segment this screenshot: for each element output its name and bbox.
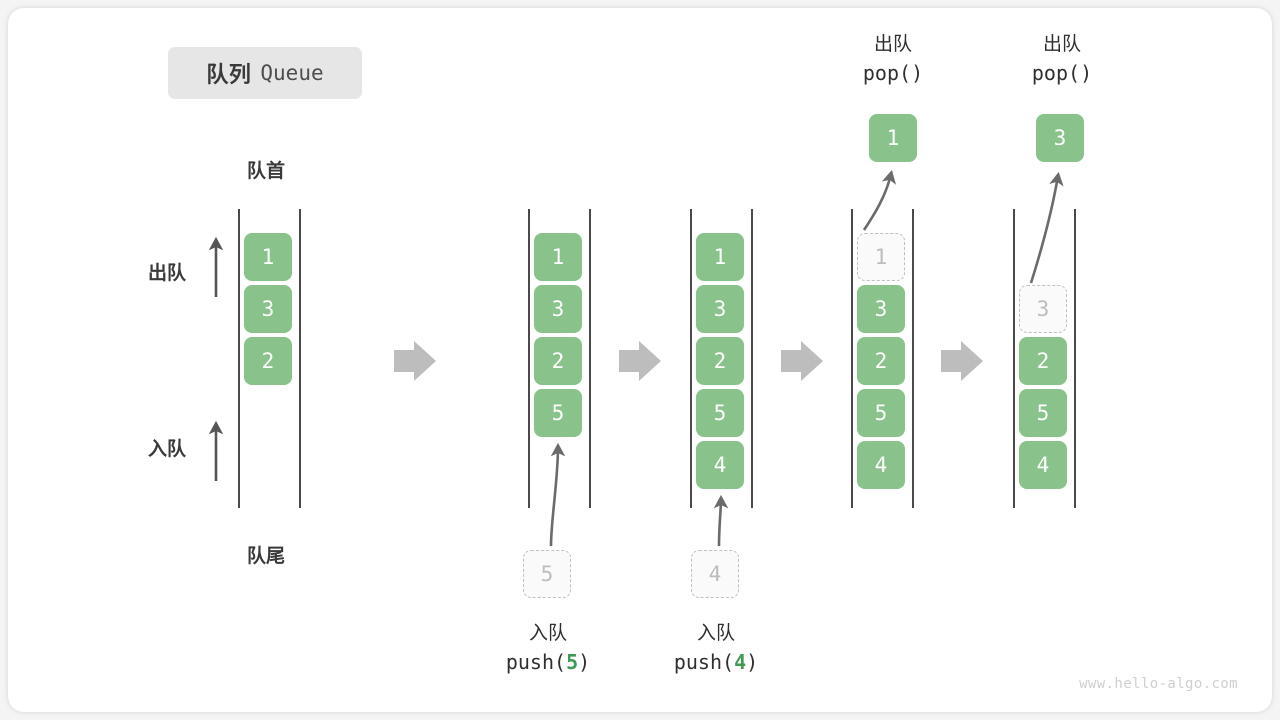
queue-cell-ghost: 3 [1019, 285, 1067, 333]
push-5-close: ) [578, 650, 591, 674]
queue-cell: 3 [534, 285, 582, 333]
title-label-cn: 队列 [206, 62, 252, 87]
pop-1-operation-label: 出队 pop() [813, 31, 973, 88]
queue-rail-right-1 [299, 209, 301, 508]
queue-rail-left-4 [851, 209, 853, 508]
queue-rail-right-3 [751, 209, 753, 508]
push-5-operation-label: 入队 push(5) [443, 620, 653, 677]
pop-3-fn: pop( [1031, 61, 1081, 85]
pop-1-operation-code: pop() [813, 58, 973, 88]
push-4-close: ) [746, 650, 759, 674]
queue-cell: 1 [534, 233, 582, 281]
pop-1-close: ) [911, 61, 924, 85]
queue-cell: 4 [696, 441, 744, 489]
queue-cell: 1 [696, 233, 744, 281]
title-label-en: Queue [260, 61, 324, 85]
title-badge: 队列 Queue [168, 47, 362, 99]
queue-cell: 4 [857, 441, 905, 489]
queue-rail-right-4 [912, 209, 914, 508]
push-5-operation-code: push(5) [443, 647, 653, 677]
queue-rail-left-1 [238, 209, 240, 508]
diagram-card [8, 8, 1272, 712]
pop-1-fn: pop( [862, 61, 912, 85]
pop-3-operation-code: pop() [982, 58, 1142, 88]
queue-cell-ghost: 1 [857, 233, 905, 281]
queue-rail-left-5 [1013, 209, 1015, 508]
queue-head-label: 队首 [246, 161, 285, 182]
push-5-arg: 5 [566, 650, 579, 674]
push-4-operation-label: 入队 push(4) [611, 620, 821, 677]
incoming-ghost-cell: 5 [523, 550, 571, 598]
queue-rail-right-2 [589, 209, 591, 508]
queue-cell: 5 [696, 389, 744, 437]
queue-cell: 5 [1019, 389, 1067, 437]
popped-cell: 1 [869, 114, 917, 162]
queue-cell: 3 [244, 285, 292, 333]
queue-cell: 3 [696, 285, 744, 333]
queue-tail-label: 队尾 [246, 546, 285, 567]
queue-cell: 2 [857, 337, 905, 385]
push-4-fn: push( [673, 650, 735, 674]
push-5-fn: push( [505, 650, 567, 674]
push-4-arg: 4 [734, 650, 747, 674]
queue-cell: 5 [534, 389, 582, 437]
queue-rail-left-2 [528, 209, 530, 508]
pop-1-operation-cn: 出队 [873, 34, 912, 55]
pop-3-close: ) [1080, 61, 1093, 85]
queue-rail-right-5 [1074, 209, 1076, 508]
queue-cell: 2 [696, 337, 744, 385]
queue-cell: 4 [1019, 441, 1067, 489]
watermark: www.hello-algo.com [1079, 676, 1238, 692]
queue-cell: 2 [534, 337, 582, 385]
queue-cell: 2 [1019, 337, 1067, 385]
push-4-operation-cn: 入队 [696, 623, 735, 644]
queue-cell: 5 [857, 389, 905, 437]
queue-cell: 2 [244, 337, 292, 385]
popped-cell: 3 [1036, 114, 1084, 162]
push-5-operation-cn: 入队 [528, 623, 567, 644]
queue-cell: 3 [857, 285, 905, 333]
queue-rail-left-3 [690, 209, 692, 508]
incoming-ghost-cell: 4 [691, 550, 739, 598]
enqueue-direction-label: 入队 [148, 439, 187, 460]
pop-3-operation-cn: 出队 [1042, 34, 1081, 55]
pop-3-operation-label: 出队 pop() [982, 31, 1142, 88]
queue-cell: 1 [244, 233, 292, 281]
dequeue-direction-label: 出队 [148, 263, 187, 284]
push-4-operation-code: push(4) [611, 647, 821, 677]
